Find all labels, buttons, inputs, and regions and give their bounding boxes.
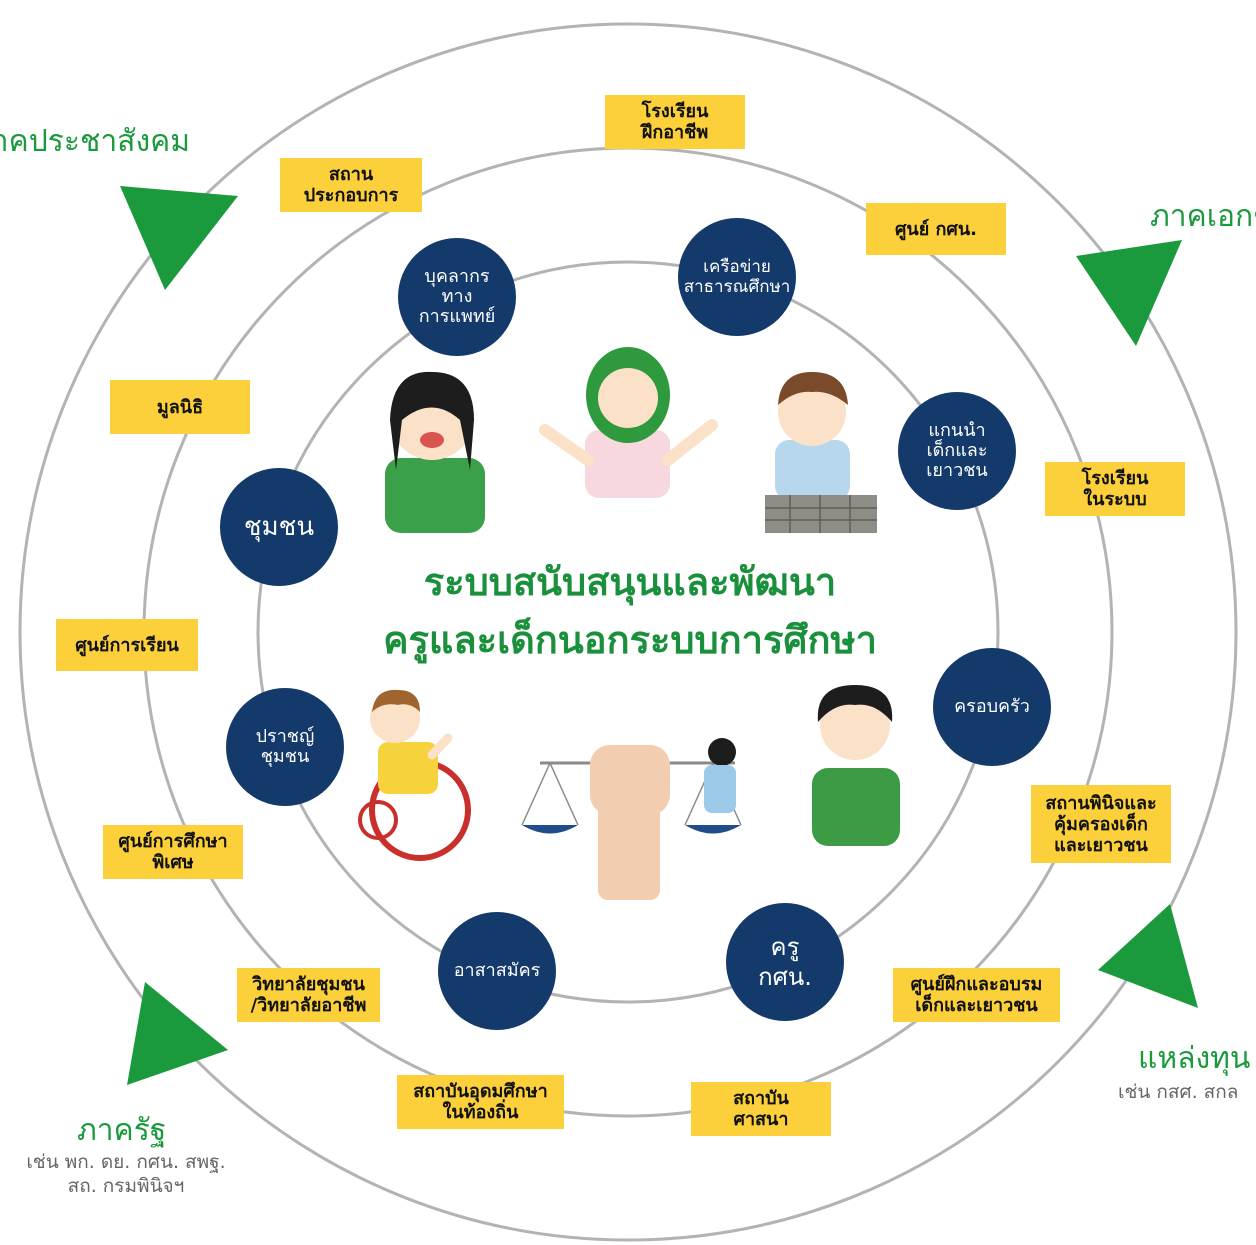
box-workplace: สถาน ประกอบการ [280, 158, 422, 212]
box-learning-center: ศูนย์การเรียน [56, 619, 198, 671]
circle-nfe-teacher: ครู กศน. [726, 903, 844, 1021]
arrow-civil [120, 186, 238, 290]
box-vocational-school: โรงเรียน ฝึกอาชีพ [605, 95, 745, 149]
sector-private: ภาคเอกชน [1150, 199, 1256, 234]
arrow-funding [1098, 904, 1198, 1008]
circle-family: ครอบครัว [933, 648, 1051, 766]
justice-scales-illustration [521, 738, 742, 900]
circle-community: ชุมชน [220, 468, 338, 586]
box-local-university: สถาบันอุดมศึกษา ในท้องถิ่น [397, 1075, 564, 1129]
outer-ring [18, 22, 1238, 1242]
circle-public-education-network: เครือข่าย สาธารณศึกษา [678, 218, 796, 336]
boy-green-shirt-illustration [812, 685, 900, 846]
woman-hijab-illustration [539, 347, 718, 498]
title-line-2: ครูและเด็กนอกระบบการศึกษา [383, 618, 877, 662]
box-observation-center: สถานพินิจและ คุ้มครองเด็ก และเยาวชน [1031, 785, 1171, 863]
inner-ring [256, 260, 1000, 1004]
box-religious-institution: สถาบัน ศาสนา [691, 1082, 831, 1136]
circle-volunteer: อาสาสมัคร [438, 912, 556, 1030]
circle-youth-leaders: แกนนำ เด็กและ เยาวชน [898, 392, 1016, 510]
box-training-center: ศูนย์ฝึกและอบรม เด็กและเยาวชน [893, 968, 1060, 1022]
circle-medical-staff: บุคลากร ทาง การแพทย์ [398, 238, 516, 356]
sector-civil: ภาคประชาสังคม [0, 124, 190, 159]
sector-state: ภาครัฐ [77, 1113, 167, 1148]
box-foundation: มูลนิธิ [110, 380, 250, 434]
boy-bricks-illustration [765, 372, 877, 533]
sector-funding-examples: เช่น กสศ. สกล [1118, 1081, 1239, 1103]
wheelchair-child-illustration [358, 689, 471, 861]
box-formal-school: โรงเรียน ในระบบ [1045, 462, 1185, 516]
arrow-state [127, 982, 228, 1085]
box-community-college: วิทยาลัยชุมชน /วิทยาลัยอาชีพ [237, 968, 380, 1022]
box-special-ed-center: ศูนย์การศึกษา พิเศษ [103, 825, 243, 879]
box-nfe-center: ศูนย์ กศน. [866, 203, 1006, 255]
arrow-private [1076, 240, 1182, 346]
sector-state-examples: เช่น พก. ดย. กศน. สพฐ. สถ. กรมพินิจฯ [26, 1151, 226, 1197]
title-line-1: ระบบสนับสนุนและพัฒนา [423, 560, 837, 604]
circle-local-sage: ปราชญ์ ชุมชน [226, 688, 344, 806]
girl-illustration [385, 371, 485, 533]
sector-funding: แหล่งทุน [1138, 1041, 1251, 1076]
